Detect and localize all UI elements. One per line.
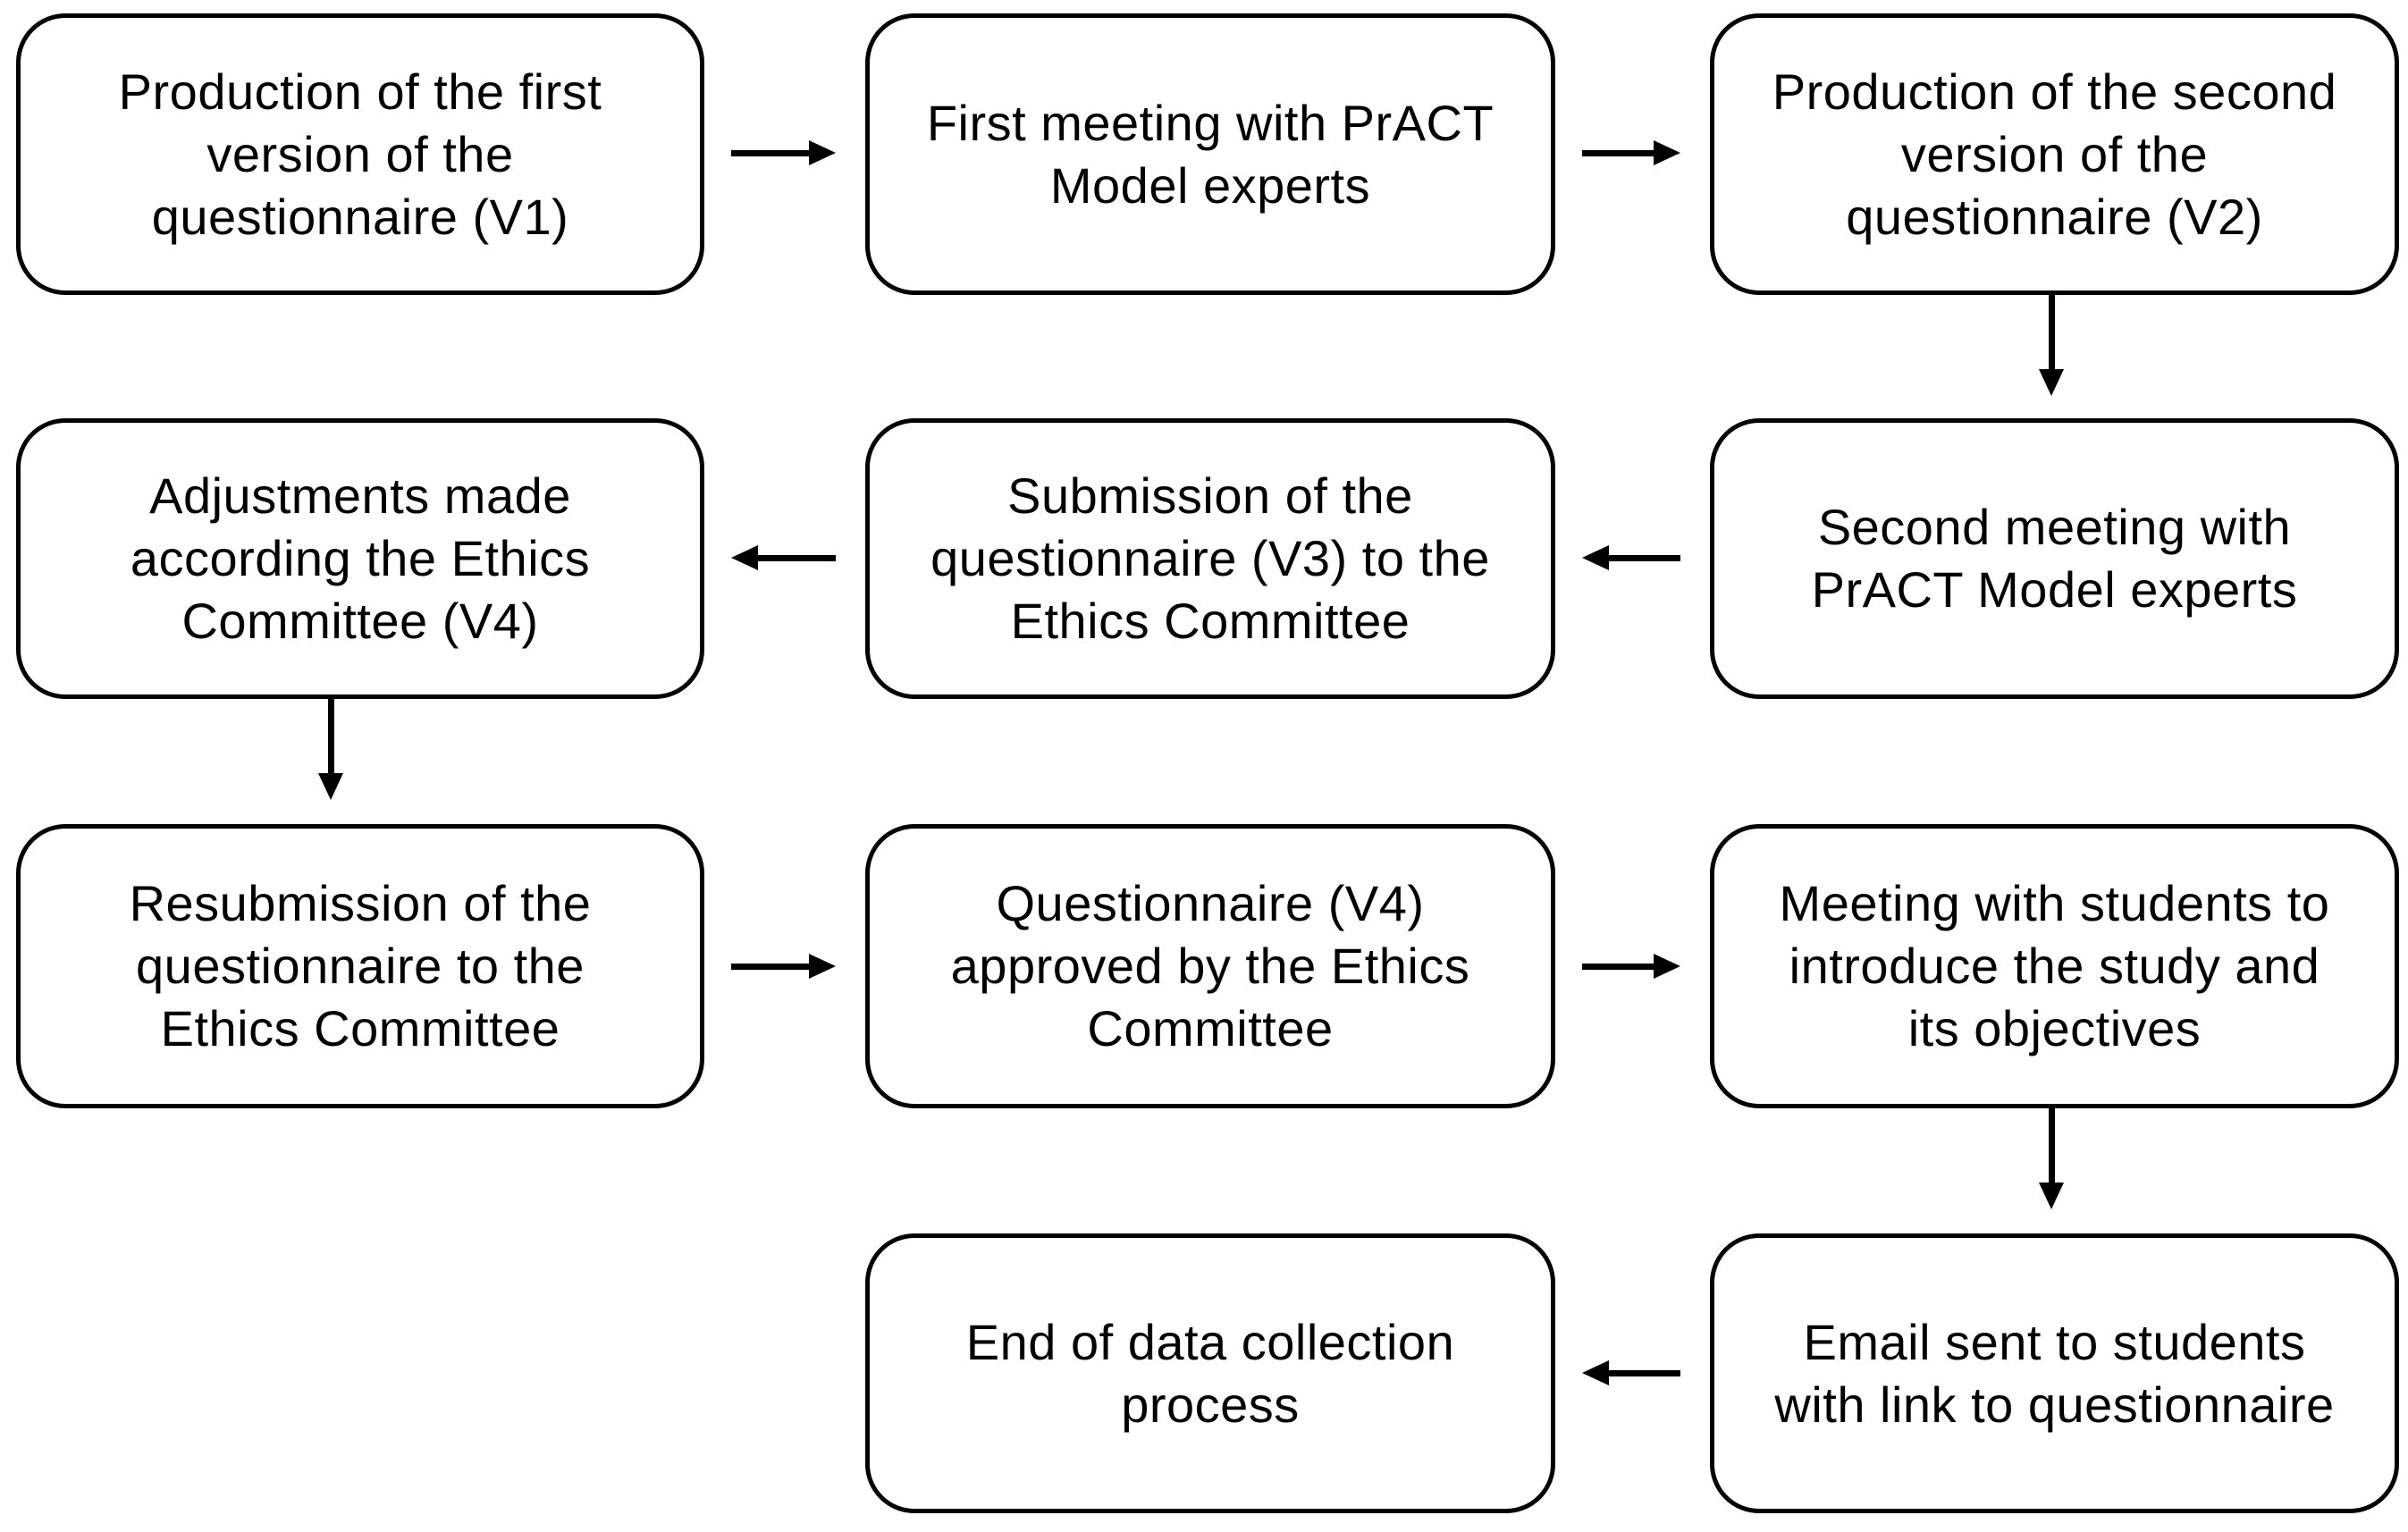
flow-box-adjustments-v4: Adjustments made according the Ethics Co… <box>16 418 704 699</box>
flow-box-end-data-collection-label: End of data collection process <box>965 1313 1455 1433</box>
arrowhead-left-icon <box>1582 1360 1609 1385</box>
arrow-shaft <box>1582 964 1657 970</box>
arrowhead-right-icon <box>809 140 836 165</box>
arrow-second-meeting-to-submission-v3 <box>1582 545 1680 570</box>
arrow-shaft <box>1582 150 1657 156</box>
arrow-shaft <box>2049 293 2055 373</box>
arrow-resubmission-to-v4-approved <box>731 954 836 979</box>
flow-box-first-meeting-label: First meeting with PrACT Model experts <box>926 94 1494 214</box>
flow-box-second-meeting: Second meeting with PrACT Model experts <box>1710 418 2399 699</box>
flow-box-resubmission: Resubmission of the questionnaire to the… <box>16 824 704 1108</box>
flow-box-v2-production: Production of the second version of the … <box>1710 13 2399 295</box>
arrowhead-down-icon <box>2039 369 2064 396</box>
arrow-shaft <box>1605 1370 1680 1376</box>
arrow-v2-production-to-second-meeting <box>2039 293 2064 396</box>
arrowhead-left-icon <box>731 545 758 570</box>
arrowhead-left-icon <box>1582 545 1609 570</box>
arrow-adjustments-v4-to-resubmission <box>318 697 343 800</box>
flow-box-email-students: Email sent to students with link to ques… <box>1710 1233 2399 1513</box>
arrow-submission-v3-to-adjustments-v4 <box>731 545 836 570</box>
flow-box-second-meeting-label: Second meeting with PrACT Model experts <box>1811 499 2298 618</box>
flow-box-adjustments-v4-label: Adjustments made according the Ethics Co… <box>130 467 591 649</box>
arrow-shaft <box>1605 555 1680 561</box>
arrowhead-right-icon <box>1654 140 1680 165</box>
flow-box-v1-production: Production of the first version of the q… <box>16 13 704 295</box>
flow-box-first-meeting: First meeting with PrACT Model experts <box>865 13 1555 295</box>
arrow-shaft <box>731 150 812 156</box>
arrowhead-right-icon <box>1654 954 1680 979</box>
arrow-first-meeting-to-v2-production <box>1582 140 1680 165</box>
flow-box-meeting-students-label: Meeting with students to introduce the s… <box>1779 875 2330 1056</box>
flow-box-meeting-students: Meeting with students to introduce the s… <box>1710 824 2399 1108</box>
flow-box-resubmission-label: Resubmission of the questionnaire to the… <box>129 875 592 1056</box>
arrow-shaft <box>754 555 836 561</box>
arrow-email-students-to-end-data-collection <box>1582 1360 1680 1385</box>
arrow-v1-production-to-first-meeting <box>731 140 836 165</box>
flow-box-submission-v3-label: Submission of the questionnaire (V3) to … <box>930 467 1490 649</box>
arrow-v4-approved-to-meeting-students <box>1582 954 1680 979</box>
flow-box-email-students-label: Email sent to students with link to ques… <box>1774 1313 2335 1433</box>
flow-box-v4-approved: Questionnaire (V4) approved by the Ethic… <box>865 824 1555 1108</box>
flow-box-v4-approved-label: Questionnaire (V4) approved by the Ethic… <box>950 875 1470 1056</box>
arrow-shaft <box>2049 1107 2055 1186</box>
arrow-meeting-students-to-email-students <box>2039 1107 2064 1209</box>
flow-box-v2-production-label: Production of the second version of the … <box>1772 63 2337 245</box>
flow-box-v1-production-label: Production of the first version of the q… <box>118 63 602 245</box>
arrowhead-right-icon <box>809 954 836 979</box>
arrow-shaft <box>328 697 334 777</box>
flow-box-submission-v3: Submission of the questionnaire (V3) to … <box>865 418 1555 699</box>
arrowhead-down-icon <box>2039 1183 2064 1209</box>
flow-box-end-data-collection: End of data collection process <box>865 1233 1555 1513</box>
arrowhead-down-icon <box>318 773 343 800</box>
arrow-shaft <box>731 964 812 970</box>
